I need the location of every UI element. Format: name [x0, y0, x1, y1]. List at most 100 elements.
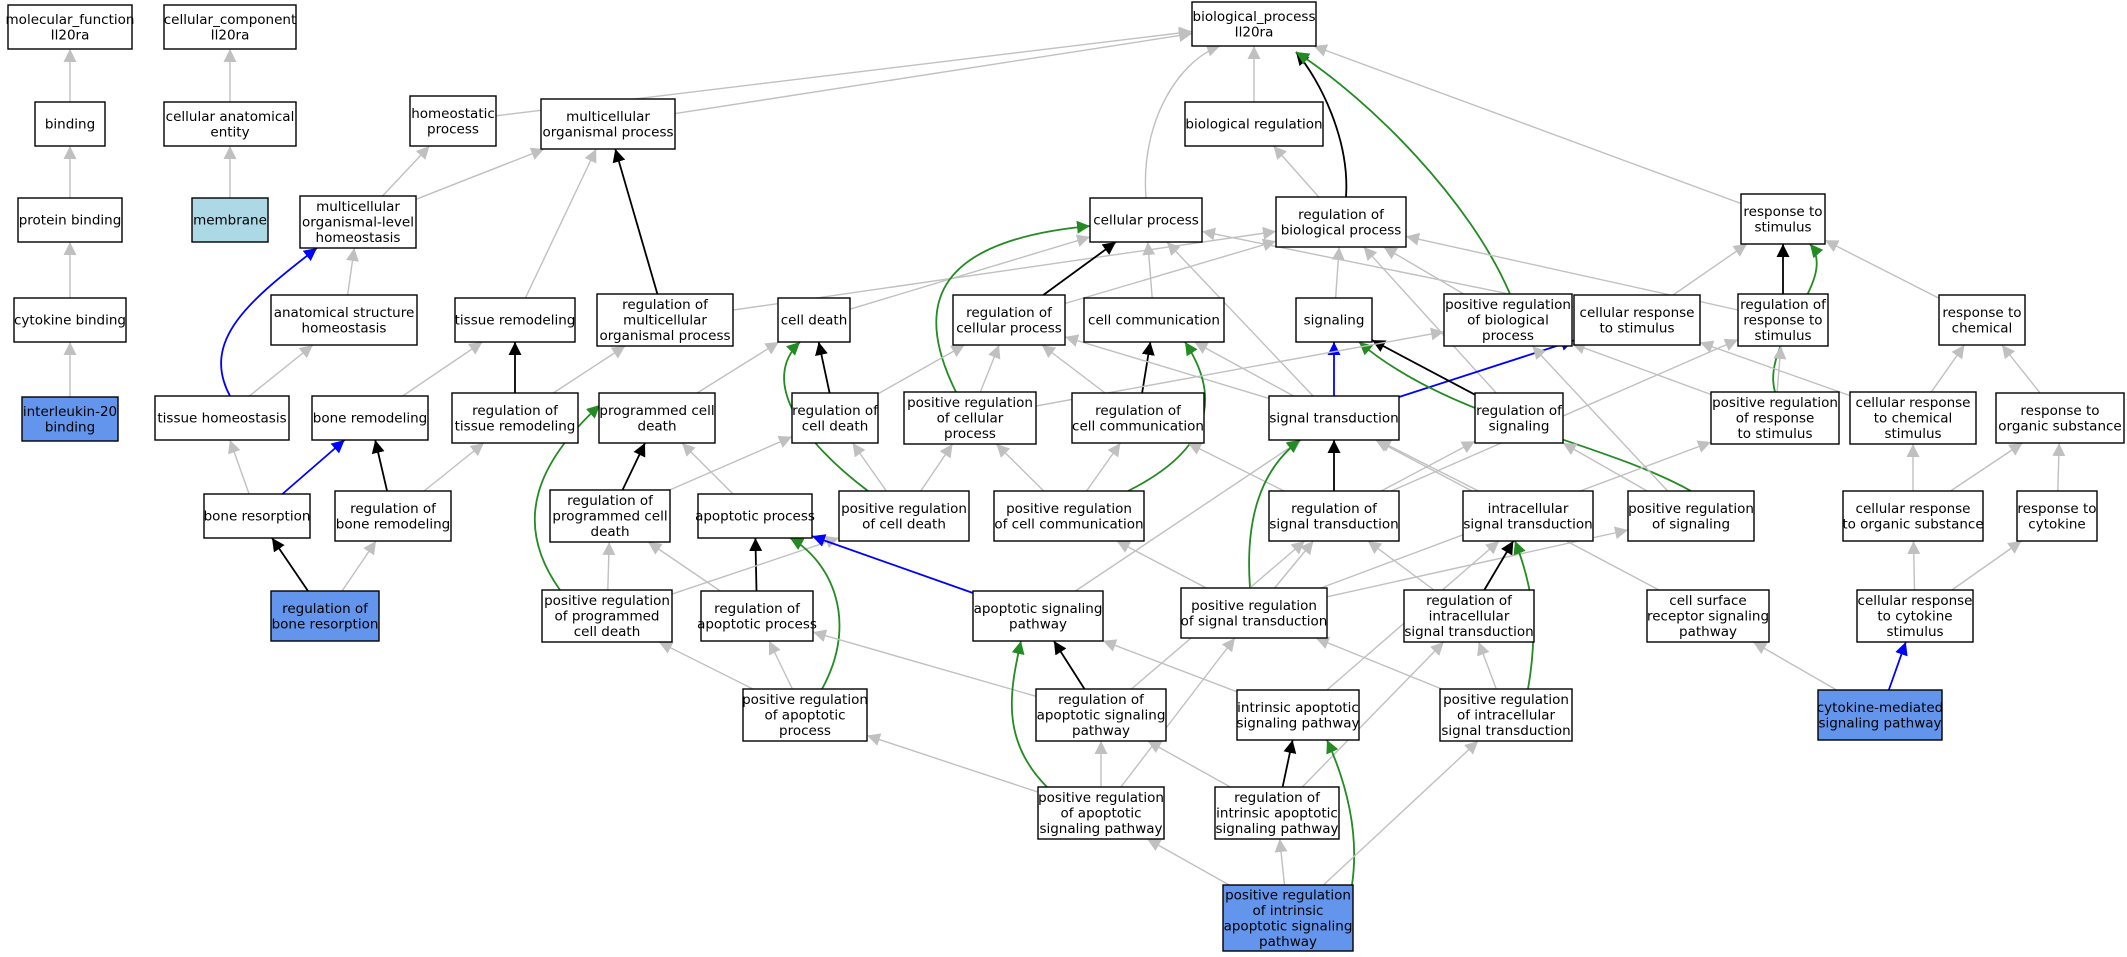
node-label-line: Il20ra [211, 27, 250, 43]
node-label-line: of response [1736, 411, 1815, 427]
node-box [334, 490, 452, 542]
go-term-node-cellcomm[interactable]: cell communication [1083, 297, 1225, 343]
go-term-node-membrane[interactable]: membrane [191, 197, 269, 243]
node-box [791, 392, 879, 444]
node-label-line: regulation of [1095, 403, 1182, 419]
go-term-node-celldeath[interactable]: cell death [777, 297, 851, 343]
edge-cellproc-to-bp [1144, 44, 1221, 199]
edge-rcyt-to-rorg [2052, 442, 2066, 492]
go-term-node-pbind[interactable]: protein binding [17, 197, 123, 243]
node-box [13, 297, 127, 343]
go-term-node-cellproc[interactable]: cellular process [1089, 197, 1203, 243]
node-label-line: process [427, 121, 479, 137]
node-box [1275, 196, 1407, 248]
go-term-node-bremod[interactable]: bone remodeling [311, 395, 429, 441]
node-label-line: of cellular [937, 411, 1004, 427]
node-label-line: of programmed [555, 609, 660, 625]
node-box [952, 294, 1066, 346]
node-label-line: entity [210, 124, 249, 140]
go-term-node-st[interactable]: signal transduction [1268, 395, 1400, 441]
node-label-line: multicellular [316, 199, 400, 215]
edge-prcd-to-rcd [852, 442, 887, 492]
edge-priasp-to-iasp [1326, 739, 1356, 886]
edge-rcp-to-rbp [1064, 238, 1277, 305]
node-box [17, 197, 123, 243]
go-term-node-binding[interactable]: binding [34, 101, 106, 147]
node-label-line: signaling pathway [1818, 715, 1941, 731]
node-box [596, 293, 734, 347]
node-label-line: multicellular [623, 313, 707, 329]
node-label-line: regulation of [1740, 297, 1827, 313]
node-label-line: cellular process [956, 320, 1062, 336]
edge-boneres-to-bremod [281, 439, 346, 495]
node-box [163, 101, 297, 147]
edge-prcp-to-rcp [979, 344, 1001, 393]
go-term-node-breg[interactable]: biological regulation [1184, 101, 1324, 147]
edge-prpcd-to-rpcd [602, 541, 616, 591]
node-label-line: positive regulation [1712, 395, 1838, 411]
go-term-node-boneres[interactable]: bone resorption [203, 493, 311, 539]
edge-asp-to-apop [811, 534, 974, 594]
node-label-line: signal transduction [1463, 516, 1592, 532]
go-term-node-signaling[interactable]: signaling [1295, 297, 1373, 343]
go-term-node-thomeo[interactable]: tissue homeostasis [154, 395, 290, 441]
node-label-line: bone remodeling [313, 411, 427, 427]
edge-prcc-to-prcp [995, 443, 1045, 492]
go-term-node-tremod[interactable]: tissue remodeling [454, 297, 576, 343]
go-term-node-cytbind[interactable]: cytokine binding [13, 297, 127, 343]
node-label-line: of intracellular [1457, 708, 1556, 724]
go-term-node-apop[interactable]: apoptotic process [695, 493, 815, 539]
